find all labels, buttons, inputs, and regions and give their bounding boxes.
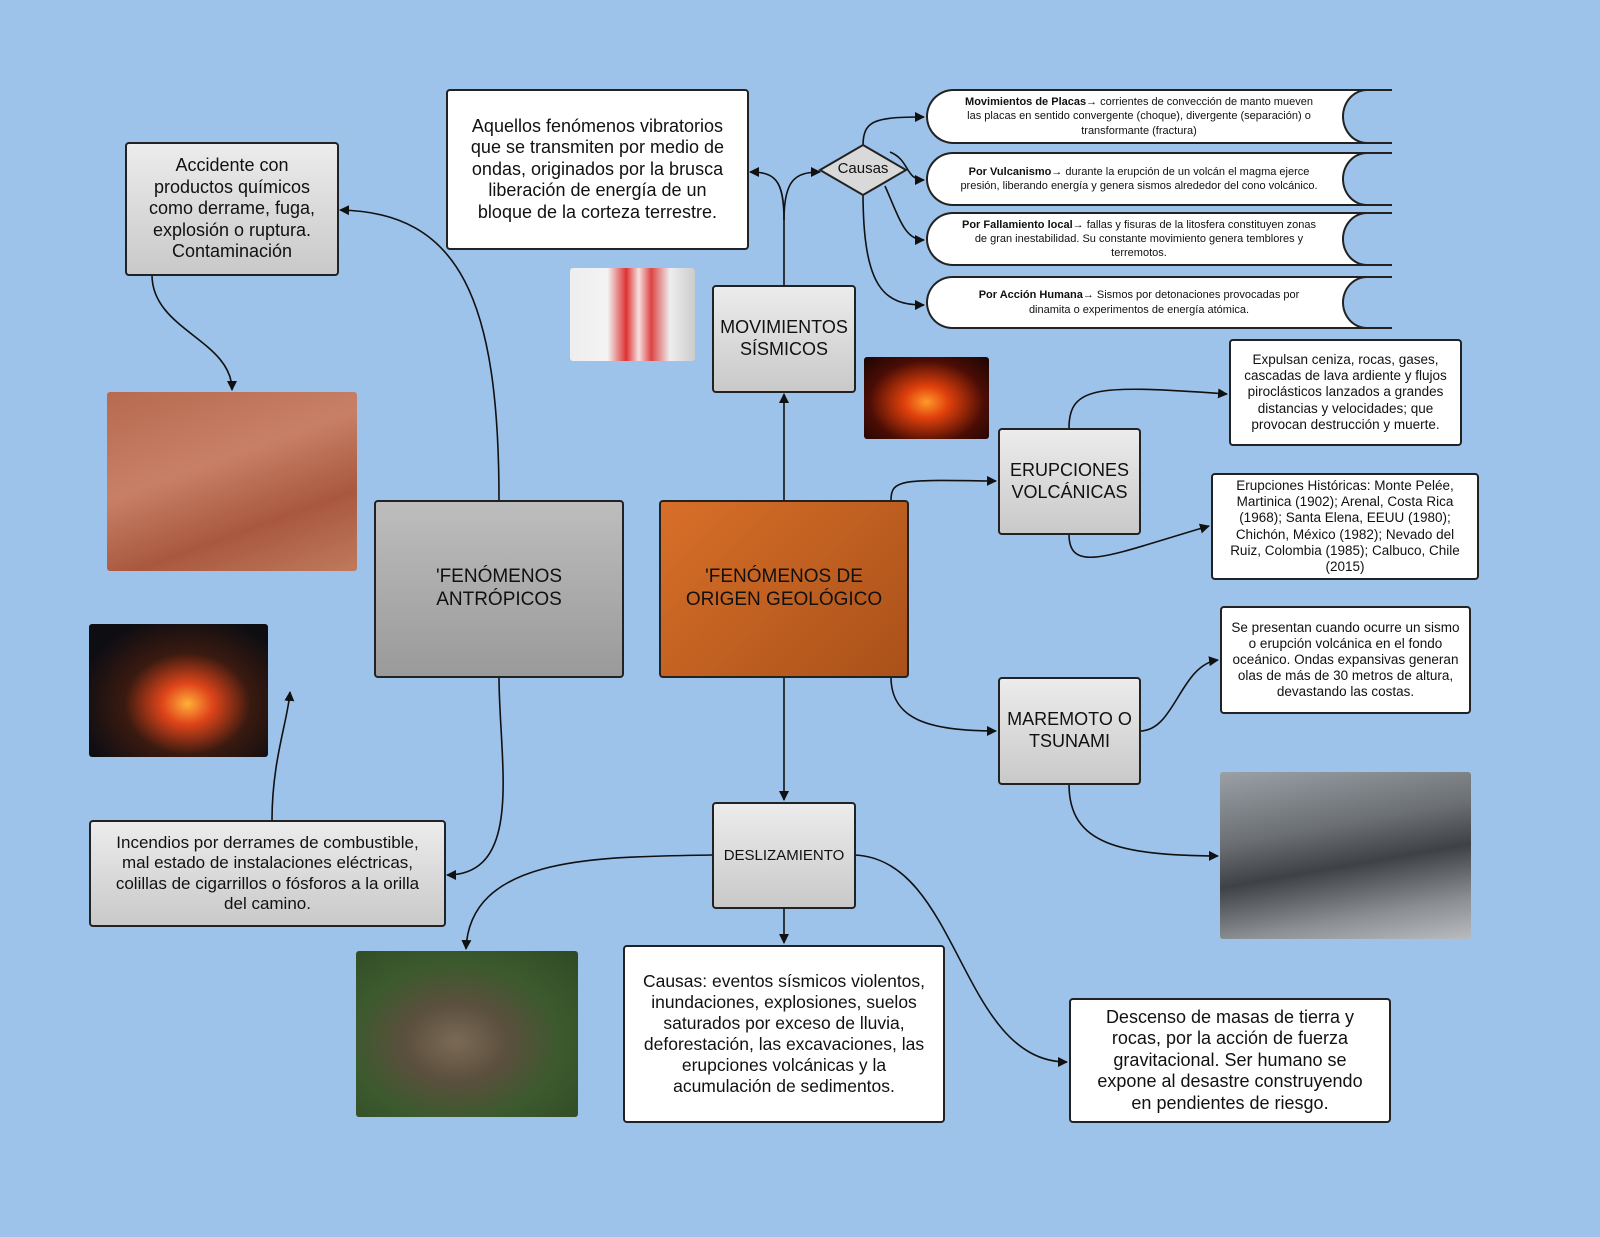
causa-vulcanismo[interactable]: Por Vulcanismo→ durante la erupción de u… bbox=[926, 152, 1392, 206]
connector bbox=[889, 151, 925, 185]
definicion-sismos-text: Aquellos fenómenos vibratorios que se tr… bbox=[470, 115, 725, 222]
causa-text: Por Fallamiento local→ fallas y fisuras … bbox=[958, 218, 1320, 261]
deslizamiento-definicion-text: Descenso de masas de tierra y rocas, por… bbox=[1097, 1006, 1363, 1113]
causa-placas[interactable]: Movimientos de Placas→ corrientes de con… bbox=[926, 89, 1392, 144]
erupciones-label: ERUPCIONES VOLCÁNICAS bbox=[1009, 459, 1130, 502]
landslide-image bbox=[356, 951, 578, 1117]
node-deslizamiento-causas[interactable]: Causas: eventos sísmicos violentos, inun… bbox=[623, 945, 945, 1123]
deslizamiento-causas-text: Causas: eventos sísmicos violentos, inun… bbox=[642, 971, 926, 1096]
connector bbox=[339, 205, 500, 501]
causa-title: Por Fallamiento local bbox=[962, 218, 1073, 231]
node-deslizamiento[interactable]: DESLIZAMIENTO bbox=[712, 802, 856, 909]
connector bbox=[446, 676, 504, 880]
causa-desc: → corrientes de convección de manto muev… bbox=[967, 96, 1313, 137]
causa-text: Movimientos de Placas→ corrientes de con… bbox=[958, 95, 1320, 138]
connector bbox=[890, 676, 997, 736]
connector bbox=[854, 854, 1068, 1067]
causa-title: Por Acción Humana bbox=[978, 289, 1083, 302]
connector bbox=[783, 167, 821, 221]
node-incendios[interactable]: Incendios por derrames de combustible, m… bbox=[89, 820, 446, 927]
connector bbox=[749, 167, 785, 285]
node-erupciones-efectos[interactable]: Expulsan ceniza, rocas, gases, cascadas … bbox=[1229, 339, 1462, 446]
node-erupciones-historicas[interactable]: Erupciones Históricas: Monte Pelée, Mart… bbox=[1211, 473, 1479, 580]
center-node-geologico[interactable]: 'FENÓMENOS DE ORIGEN GEOLÓGICO bbox=[659, 500, 909, 678]
erupciones-historicas-text: Erupciones Históricas: Monte Pelée, Mart… bbox=[1230, 477, 1460, 574]
erupciones-efectos-text: Expulsan ceniza, rocas, gases, cascadas … bbox=[1244, 352, 1447, 432]
maremoto-label: MAREMOTO O TSUNAMI bbox=[1007, 709, 1132, 751]
causa-desc: → durante la erupción de un volcán el ma… bbox=[960, 165, 1318, 192]
pill-notch bbox=[1342, 89, 1392, 144]
node-erupciones-volcanicas[interactable]: ERUPCIONES VOLCÁNICAS bbox=[998, 428, 1141, 535]
connector bbox=[862, 191, 925, 310]
node-antropicos[interactable]: 'FENÓMENOS ANTRÓPICOS bbox=[374, 500, 624, 678]
connector bbox=[271, 691, 295, 821]
causa-text: Por Acción Humana→ Sismos por detonacion… bbox=[958, 288, 1320, 317]
maremoto-text: Se presentan cuando ocurre un sismo o er… bbox=[1231, 619, 1460, 700]
causas-label: Causas bbox=[837, 160, 889, 177]
accidente-text: Accidente con productos químicos como de… bbox=[148, 155, 316, 262]
node-antropicos-label: 'FENÓMENOS ANTRÓPICOS bbox=[435, 566, 563, 610]
center-node-label: 'FENÓMENOS DE ORIGEN GEOLÓGICO bbox=[685, 566, 883, 610]
causa-title: Movimientos de Placas bbox=[965, 96, 1087, 109]
deslizamiento-label: DESLIZAMIENTO bbox=[723, 846, 845, 864]
node-accidente-quimico[interactable]: Accidente con productos químicos como de… bbox=[125, 142, 339, 276]
pill-notch bbox=[1342, 276, 1392, 329]
node-maremoto[interactable]: MAREMOTO O TSUNAMI bbox=[998, 677, 1141, 785]
pill-notch bbox=[1342, 152, 1392, 206]
connector bbox=[1068, 388, 1228, 429]
connector bbox=[1139, 656, 1219, 732]
volcano-image bbox=[864, 357, 989, 439]
node-maremoto-descripcion[interactable]: Se presentan cuando ocurre un sismo o er… bbox=[1220, 606, 1471, 714]
pill-notch bbox=[1342, 212, 1392, 266]
causa-title: Por Vulcanismo bbox=[968, 165, 1052, 178]
causa-text: Por Vulcanismo→ durante la erupción de u… bbox=[958, 165, 1320, 194]
causa-desc: → Sismos por detonaciones provocadas por… bbox=[1028, 289, 1300, 316]
tsunami-image bbox=[1220, 772, 1471, 939]
causa-accion-humana[interactable]: Por Acción Humana→ Sismos por detonacion… bbox=[926, 276, 1392, 329]
movimientos-sismicos-label: MOVIMIENTOS SÍSMICOS bbox=[720, 317, 848, 359]
fire-on-water-image bbox=[89, 624, 268, 757]
connector bbox=[890, 475, 997, 501]
causa-desc: → fallas y fisuras de la litosfera const… bbox=[974, 218, 1316, 260]
connector bbox=[862, 112, 925, 147]
node-definicion-sismos[interactable]: Aquellos fenómenos vibratorios que se tr… bbox=[446, 89, 749, 250]
node-deslizamiento-definicion[interactable]: Descenso de masas de tierra y rocas, por… bbox=[1069, 998, 1391, 1123]
connector bbox=[884, 185, 925, 245]
node-movimientos-sismicos[interactable]: MOVIMIENTOS SÍSMICOS bbox=[712, 285, 856, 393]
causa-fallamiento[interactable]: Por Fallamiento local→ fallas y fisuras … bbox=[926, 212, 1392, 266]
causas-diamond bbox=[818, 143, 908, 197]
incendios-text: Incendios por derrames de combustible, m… bbox=[115, 832, 420, 913]
seismograph-image bbox=[570, 268, 695, 361]
connector bbox=[1068, 523, 1210, 558]
connector bbox=[151, 274, 237, 391]
connector bbox=[1068, 783, 1219, 861]
contaminated-dog-image bbox=[107, 392, 357, 571]
connector bbox=[461, 854, 713, 950]
